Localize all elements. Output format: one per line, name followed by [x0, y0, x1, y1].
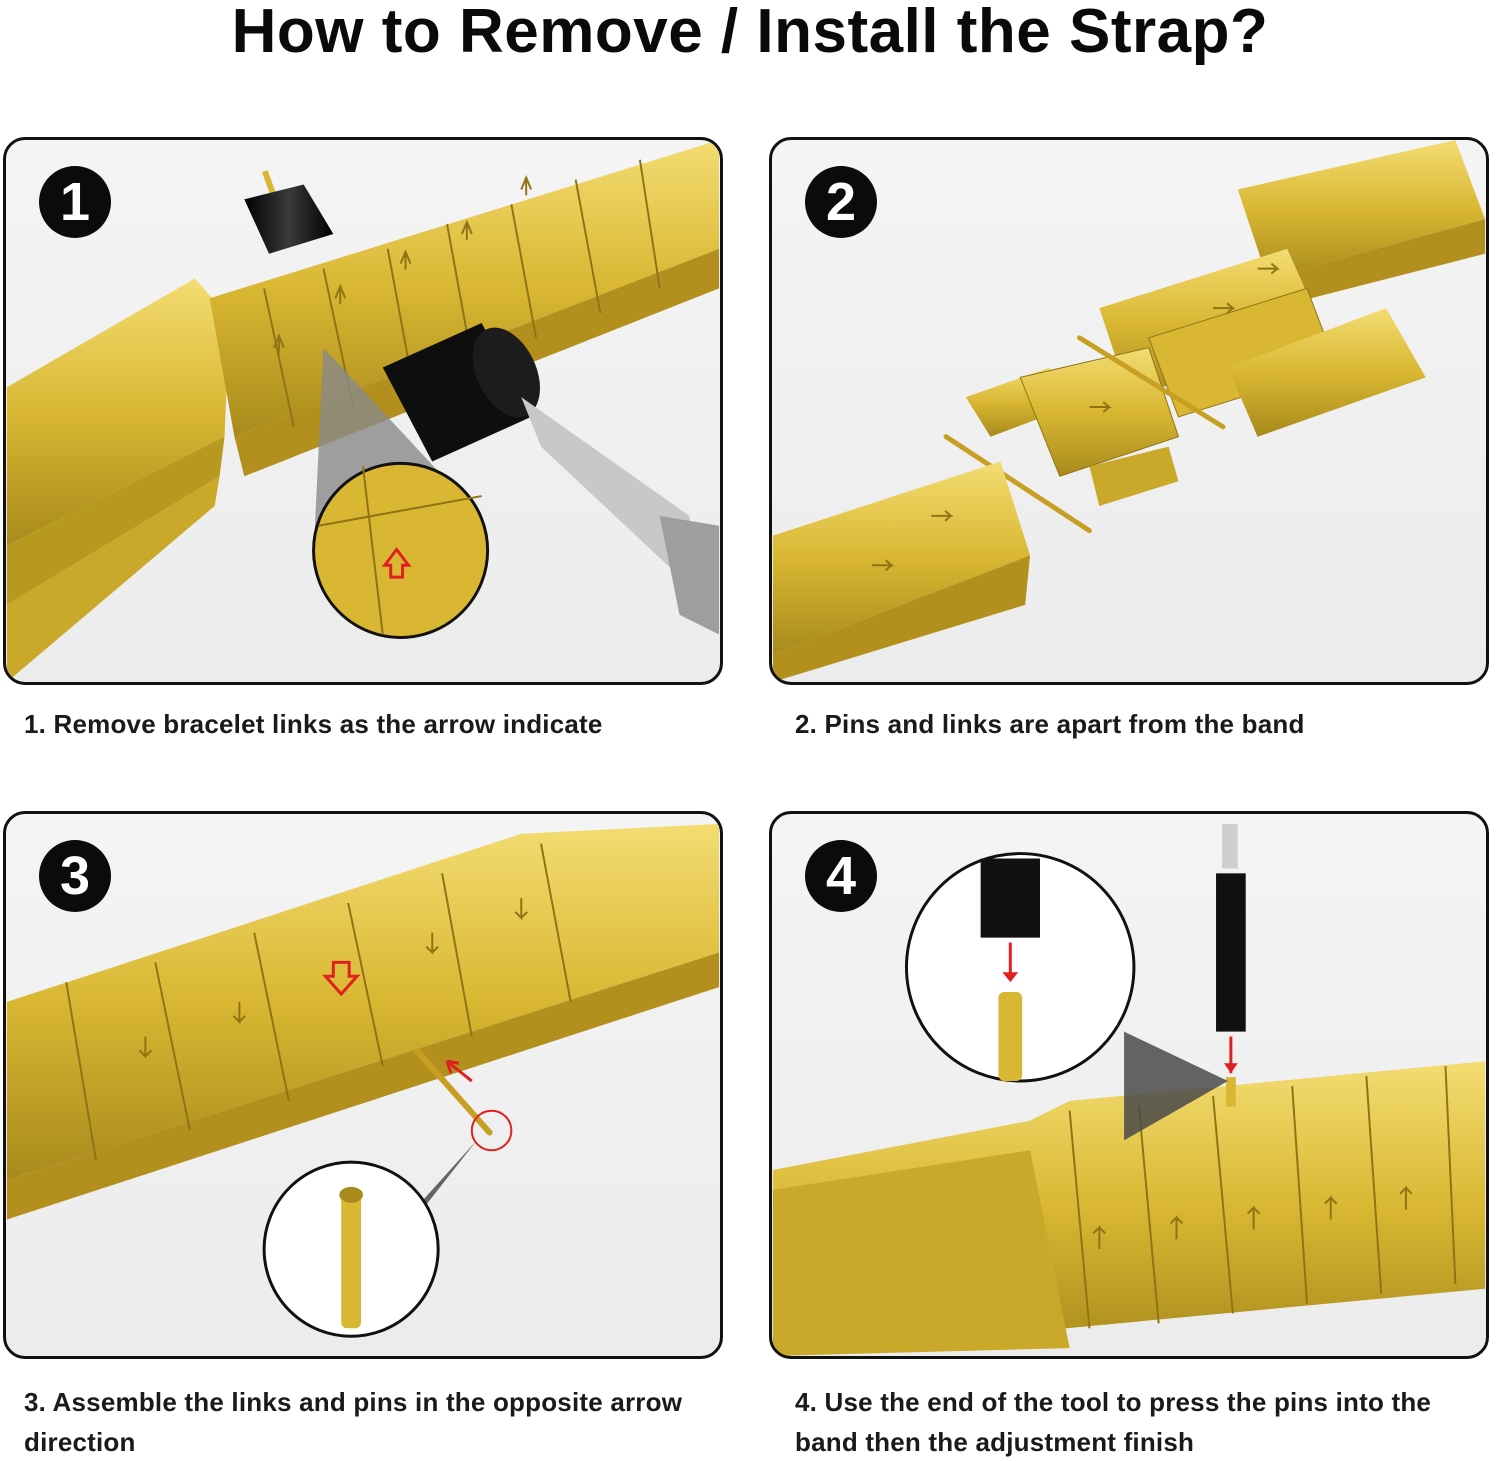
arrow-up-icon	[381, 546, 412, 579]
step-1-panel: 1	[3, 137, 723, 685]
bracelet-links	[772, 1061, 1486, 1356]
magnifier-inset	[262, 1160, 440, 1338]
step-3-caption: 3. Assemble the links and pins in the op…	[24, 1387, 683, 1457]
step-1-caption: 1. Remove bracelet links as the arrow in…	[24, 709, 603, 739]
magnifier-inset	[904, 852, 1136, 1083]
step-3-illustration	[6, 823, 720, 1338]
arrow-up-icon	[1092, 1185, 1413, 1250]
arrow-down-icon	[138, 898, 528, 1059]
arrow-down-icon	[322, 960, 361, 997]
bracelet-links	[6, 823, 720, 1220]
step-badge: 4	[805, 840, 877, 912]
page-title: How to Remove / Install the Strap?	[231, 0, 1269, 66]
pin-tool-icon	[244, 170, 720, 635]
step-3-panel: 3	[3, 811, 723, 1359]
step-2-illustration	[772, 140, 1486, 682]
step-4-caption: 4. Use the end of the tool to press the …	[795, 1387, 1432, 1457]
pin-tool-icon	[1216, 823, 1246, 1107]
step-4-panel: 4	[769, 811, 1489, 1359]
step-badge: 1	[39, 166, 111, 238]
step-2-panel: 2	[769, 137, 1489, 685]
step-badge: 2	[805, 166, 877, 238]
arrow-up-icon	[445, 1059, 473, 1083]
step-4-illustration	[772, 823, 1486, 1356]
bracelet-links	[772, 140, 1486, 682]
magnifier-inset	[312, 461, 490, 639]
step-2-caption: 2. Pins and links are apart from the ban…	[795, 709, 1305, 739]
arrow-right-icon	[871, 262, 1281, 571]
step-badge: 3	[39, 840, 111, 912]
arrow-up-icon	[273, 175, 533, 354]
step-1-illustration	[6, 140, 720, 682]
